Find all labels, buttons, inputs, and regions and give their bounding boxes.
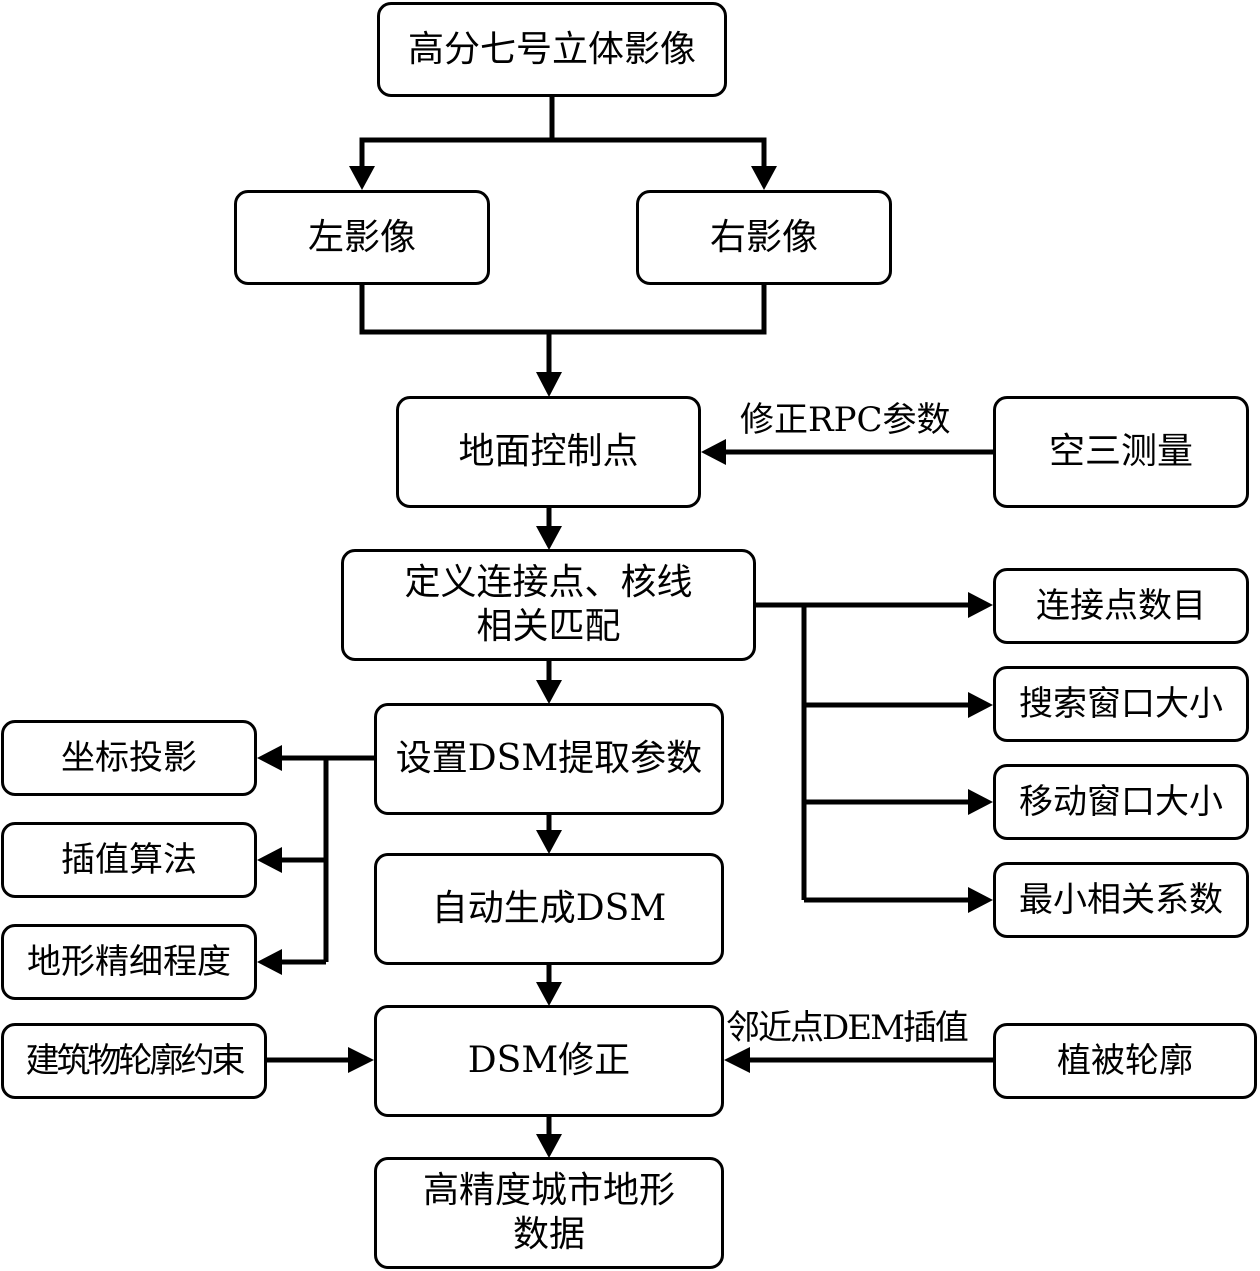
edge-tp-params <box>755 602 970 903</box>
node-moving-window: 移动窗口大小 <box>993 764 1249 840</box>
arrow-building <box>348 1047 374 1073</box>
arrow-to-right-image <box>751 166 777 190</box>
node-output: 高精度城市地形 数据 <box>374 1157 724 1269</box>
arrow-to-ground-control <box>536 372 562 397</box>
edge-merge <box>359 284 767 374</box>
arrow-to-tie-points <box>536 526 562 550</box>
label-rpc-correction: 修正RPC参数 <box>740 400 951 440</box>
node-tie-point-count: 连接点数目 <box>993 568 1249 644</box>
node-tie-points-matching: 定义连接点、核线 相关匹配 <box>341 549 756 661</box>
arrow-to-min-correlation <box>968 887 993 913</box>
node-stereo-images: 高分七号立体影像 <box>377 2 727 97</box>
arrow-to-tie-point-count <box>968 592 993 618</box>
node-terrain-detail: 地形精细程度 <box>1 924 257 1000</box>
node-building-outline: 建筑物轮廓约束 <box>1 1023 267 1099</box>
arrow-to-left-image <box>349 166 375 190</box>
arrow-vegetation <box>724 1047 750 1073</box>
arrow-to-dsm-correction <box>536 982 562 1006</box>
node-coord-projection: 坐标投影 <box>1 720 257 796</box>
arrow-to-output <box>536 1134 562 1158</box>
node-right-image: 右影像 <box>636 190 892 285</box>
label-neighbor-dem-interp: 邻近点DEM插值 <box>726 1008 969 1048</box>
arrow-to-search-window <box>968 692 993 718</box>
node-dsm-params: 设置DSM提取参数 <box>374 703 724 815</box>
arrow-to-terrain-detail <box>257 949 282 975</box>
edge-dsm-left <box>280 755 375 965</box>
arrow-to-auto-dsm <box>536 830 562 854</box>
edge-stereo-split <box>359 95 767 168</box>
arrow-to-moving-window <box>968 789 993 815</box>
node-dsm-correction: DSM修正 <box>374 1005 724 1117</box>
arrow-to-interp-algorithm <box>257 847 282 873</box>
node-vegetation-outline: 植被轮廓 <box>993 1023 1257 1099</box>
node-ground-control: 地面控制点 <box>396 396 701 508</box>
node-aerial-triangulation: 空三测量 <box>993 396 1249 508</box>
node-search-window: 搜索窗口大小 <box>993 666 1249 742</box>
arrow-to-dsm-params <box>536 680 562 704</box>
node-auto-dsm: 自动生成DSM <box>374 853 724 965</box>
arrow-to-coord-projection <box>257 745 282 771</box>
node-interp-algorithm: 插值算法 <box>1 822 257 898</box>
arrow-rpc <box>701 439 726 465</box>
node-left-image: 左影像 <box>234 190 490 285</box>
node-min-correlation: 最小相关系数 <box>993 862 1249 938</box>
